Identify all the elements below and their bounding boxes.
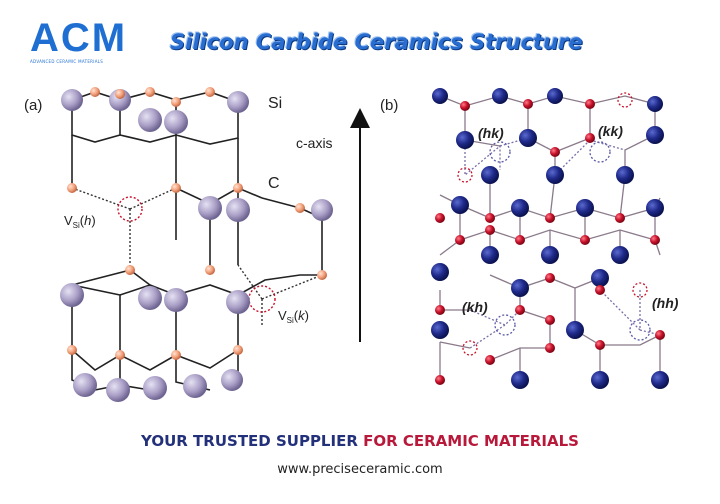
divacancy-hk-label: (hk) — [478, 125, 504, 141]
panel-b: (b) — [380, 88, 679, 389]
panel-b-vacancies — [457, 92, 651, 356]
panel-b-label: (b) — [380, 97, 398, 114]
logo-subtext: ADVANCED CERAMIC MATERIALS — [30, 59, 104, 64]
vacancy-bonds — [71, 187, 323, 325]
divacancy-kk-label: (kk) — [598, 123, 623, 139]
page-title: Silicon Carbide Ceramics Structure — [170, 30, 583, 54]
acm-logo: ACM ADVANCED CERAMIC MATERIALS — [30, 18, 127, 64]
si-atoms-a — [60, 89, 333, 402]
tagline: YOUR TRUSTED SUPPLIER FOR CERAMIC MATERI… — [0, 432, 720, 450]
si-atoms-b — [431, 88, 669, 389]
si-label: Si — [268, 95, 282, 112]
panel-a-bonds — [71, 91, 323, 391]
sic-structure-diagram: (a) Si C — [24, 87, 679, 402]
vacancy-k-label: VSi(k) — [278, 308, 309, 325]
panel-a: (a) Si C — [24, 87, 333, 402]
tagline-part-1: YOUR TRUSTED SUPPLIER — [141, 432, 364, 450]
logo-text: ACM — [30, 16, 128, 60]
c-atoms-a — [67, 87, 327, 360]
c-label: C — [268, 175, 280, 192]
header: ACM ADVANCED CERAMIC MATERIALS Silicon C… — [0, 0, 720, 80]
c-atoms-b — [435, 99, 665, 385]
vacancy-h-circle — [117, 196, 143, 222]
website-url[interactable]: www.preciseceramic.com — [277, 462, 443, 477]
tagline-part-3: CERAMIC MATERIALS — [402, 432, 579, 450]
tagline-part-2: FOR — [363, 432, 403, 450]
vacancy-h-label: VSi(h) — [64, 213, 96, 230]
panel-a-label: (a) — [24, 97, 42, 114]
divacancy-kh-label: (kh) — [462, 299, 488, 315]
divacancy-hh-label: (hh) — [652, 295, 679, 311]
c-axis-label: c-axis — [296, 135, 333, 151]
